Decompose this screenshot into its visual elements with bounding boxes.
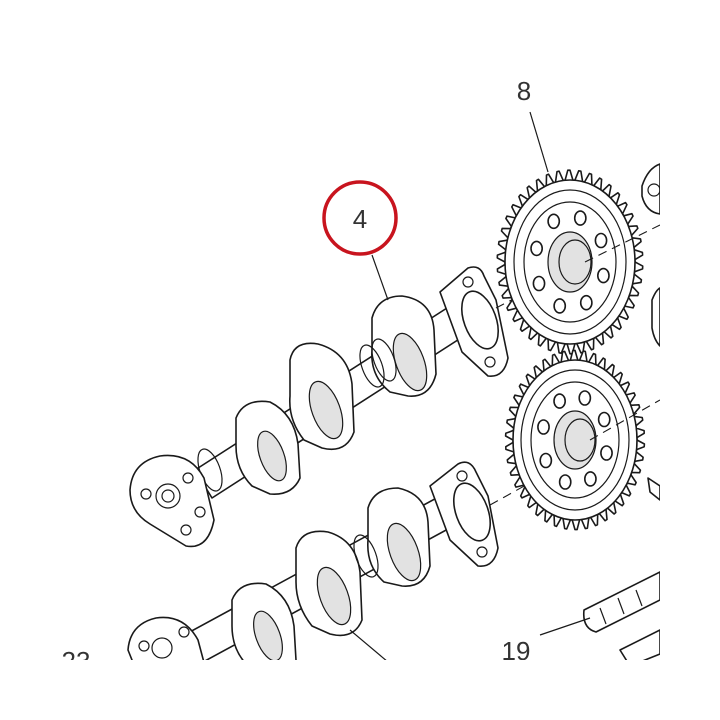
gear-lower-holes	[537, 390, 613, 490]
gear-upper-holes	[530, 210, 610, 314]
camshaft-lower-flange	[429, 461, 499, 567]
gear-lightening-hole	[547, 213, 561, 230]
camshaft-upper	[129, 261, 586, 548]
gear-lightening-hole	[597, 267, 610, 284]
leader-lines	[349, 111, 591, 660]
gear-lightening-hole	[578, 390, 592, 406]
callout-label-23: 23	[62, 646, 91, 676]
gear-lower	[504, 349, 660, 531]
right-edge-partial-parts	[641, 163, 660, 501]
gear-lightening-hole	[532, 275, 546, 292]
camshaft-upper-lobes	[197, 295, 437, 495]
camshaft-lower-lobes	[231, 487, 431, 660]
gear-lightening-hole	[573, 210, 587, 226]
leader-4	[371, 254, 389, 301]
gear-lightening-hole	[558, 474, 572, 490]
gear-lightening-hole	[600, 445, 613, 461]
callout-label-19: 19	[502, 636, 531, 666]
leader-8	[529, 111, 549, 173]
highlight-circle	[322, 180, 398, 256]
leader-lower-cam	[349, 629, 387, 660]
camshaft-lower	[127, 454, 581, 660]
gear-lightening-hole	[553, 393, 566, 409]
camshaft-upper-flange	[439, 266, 509, 377]
camshaft-upper-end-plate	[129, 454, 215, 548]
callout-label-4: 4	[353, 204, 367, 234]
gear-lightening-hole	[584, 471, 597, 487]
camshaft-lower-end-plate	[127, 616, 205, 660]
gear-upper	[496, 169, 660, 355]
gear-lightening-hole	[530, 240, 543, 257]
shaft-part-19	[582, 571, 660, 660]
gear-lightening-hole	[594, 232, 608, 249]
leader-19	[539, 617, 591, 636]
gear-lightening-hole	[539, 452, 553, 469]
gear-lightening-hole	[579, 294, 593, 311]
gear-lightening-hole	[537, 419, 550, 435]
callout-label-8: 8	[517, 76, 531, 106]
gear-lightening-hole	[597, 411, 611, 428]
gear-lightening-hole	[553, 298, 567, 314]
